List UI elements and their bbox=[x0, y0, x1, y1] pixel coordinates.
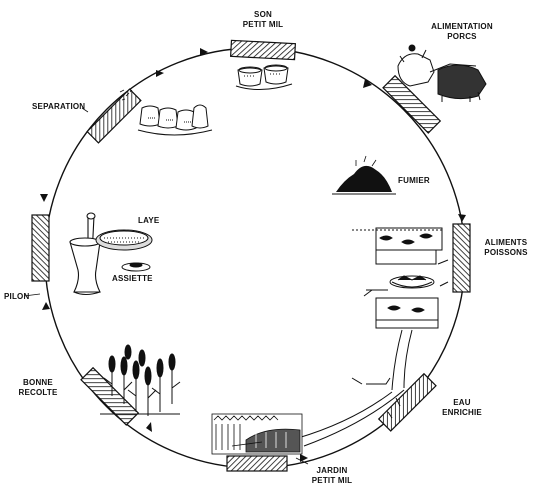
arrow-icon bbox=[42, 302, 50, 310]
label-jardin-line2: PETIT MIL bbox=[311, 476, 353, 485]
arrow-icon bbox=[156, 70, 164, 77]
label-bonne-line1: BONNE bbox=[23, 378, 53, 387]
marker-separation bbox=[86, 88, 142, 144]
label-pilon: PILON bbox=[4, 292, 29, 302]
label-bonne-line2: RECOLTE bbox=[18, 388, 58, 397]
label-laye-text: LAYE bbox=[138, 216, 160, 225]
marker-eau bbox=[377, 372, 437, 432]
arrow-icon bbox=[40, 194, 48, 202]
label-son-line2: PETIT MIL bbox=[242, 20, 284, 29]
sacks-icon bbox=[119, 89, 213, 136]
millet-plants-icon bbox=[100, 344, 181, 416]
label-aliments-line2: POISSONS bbox=[484, 248, 528, 257]
plate-icon bbox=[121, 262, 151, 272]
marker-son bbox=[229, 39, 297, 61]
label-eau: EAU ENRICHIE bbox=[434, 398, 490, 418]
stage-markers bbox=[31, 39, 471, 472]
garden-field-icon bbox=[211, 413, 303, 455]
label-fumier: FUMIER bbox=[398, 176, 430, 186]
mortar-pestle-icon bbox=[69, 212, 101, 296]
label-bonne-recolte: BONNE RECOLTE bbox=[8, 378, 68, 398]
label-separation-text: SEPARATION bbox=[32, 102, 86, 111]
winnowing-tray-icon bbox=[95, 229, 153, 251]
label-alimentation: ALIMENTATION PORCS bbox=[418, 22, 506, 42]
cycle-arrows bbox=[40, 48, 466, 462]
marker-pilon bbox=[31, 214, 50, 282]
label-separation: SEPARATION bbox=[32, 102, 85, 112]
arrow-icon bbox=[300, 454, 308, 462]
label-pilon-text: PILON bbox=[4, 292, 30, 301]
water-channel-icon bbox=[297, 329, 413, 447]
arrow-icon bbox=[458, 214, 466, 222]
pigs-icon bbox=[397, 44, 487, 102]
marker-recolte bbox=[80, 366, 140, 426]
label-alimentation-line2: PORCS bbox=[447, 32, 477, 41]
label-jardin-line1: JARDIN bbox=[316, 466, 348, 475]
label-alimentation-line1: ALIMENTATION bbox=[431, 22, 493, 31]
arrow-icon bbox=[363, 79, 372, 88]
label-laye: LAYE bbox=[138, 216, 159, 226]
bowls-icon bbox=[235, 64, 293, 90]
leader-lines bbox=[23, 107, 309, 465]
label-aliments: ALIMENTS POISSONS bbox=[474, 238, 538, 258]
manure-pile-icon bbox=[332, 155, 396, 195]
label-assiette: ASSIETTE bbox=[112, 274, 153, 284]
marker-porcs bbox=[382, 74, 442, 134]
fish-ponds-icon bbox=[352, 227, 449, 329]
arrow-icon bbox=[200, 48, 208, 56]
marker-poissons bbox=[452, 223, 471, 293]
label-eau-line2: ENRICHIE bbox=[442, 408, 482, 417]
label-fumier-text: FUMIER bbox=[398, 176, 430, 185]
arrow-icon bbox=[146, 422, 152, 432]
label-aliments-line1: ALIMENTS bbox=[484, 238, 528, 247]
label-assiette-text: ASSIETTE bbox=[112, 274, 153, 283]
label-eau-line1: EAU bbox=[453, 398, 471, 407]
label-son-line1: SON bbox=[254, 10, 272, 19]
label-jardin: JARDIN PETIT MIL bbox=[302, 466, 362, 486]
label-son: SON PETIT MIL bbox=[233, 10, 293, 30]
marker-jardin bbox=[226, 455, 288, 472]
